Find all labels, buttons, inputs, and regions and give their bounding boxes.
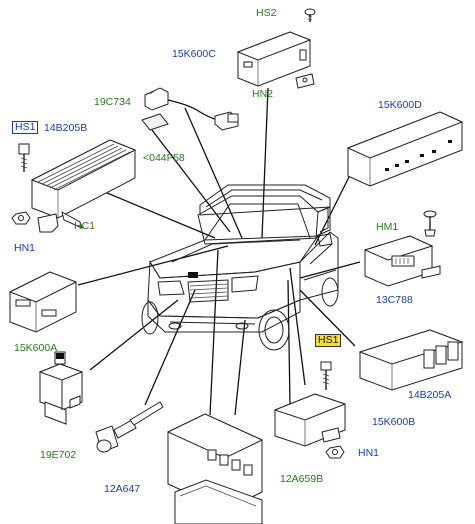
cable-19c734 [144,87,239,131]
unit-15k600d [346,111,464,187]
nut-hn1-right [325,445,345,459]
unit-15k600b [273,393,347,447]
pad-044f58 [141,113,169,131]
screw-hs1-left [18,143,30,172]
unit-14b205a [358,329,464,391]
label-hn2: HN2 [252,88,274,100]
unit-15k600a [8,271,78,333]
label-19e702: 19E702 [40,449,77,461]
label-hn1-right: HN1 [358,447,380,459]
label-15k600c: 15K600C [172,48,216,60]
label-15k600d: 15K600D [378,99,422,111]
screw-hs1-middle [320,361,332,390]
label-14b205b: 14B205B [44,122,88,134]
label-hn1-left: HN1 [14,242,36,254]
screw-hs2 [304,8,316,22]
vehicle-outline [141,184,339,351]
label-hs1-middle: HS1 [315,334,342,347]
unit-19e702 [38,351,84,425]
label-hc1: HC1 [74,220,96,232]
label-hm1: HM1 [376,221,399,233]
label-15k600b: 15K600B [372,416,416,428]
label-15k600a: 15K600A [14,342,58,354]
clip-hc1 [37,213,59,233]
screw-hm1 [423,210,437,237]
leader-lines [77,87,361,416]
unit-13c788 [363,235,441,287]
label-hs2: HS2 [256,7,277,19]
ecu-housing-lower [174,479,263,524]
unit-15k600c [236,31,315,89]
sensor-12a647 [95,401,164,453]
label-19c734: 19C734 [94,96,131,108]
label-12a659b: 12A659B [280,473,324,485]
label-13c788: 13C788 [376,294,413,306]
unit-14b205b [30,139,137,229]
label-hs1-top: HS1 [12,121,39,134]
nut-hn1-left [11,211,31,225]
label-044f58: <044F58 [143,152,185,164]
label-12a647: 12A647 [104,483,141,495]
label-14b205a: 14B205A [408,389,452,401]
